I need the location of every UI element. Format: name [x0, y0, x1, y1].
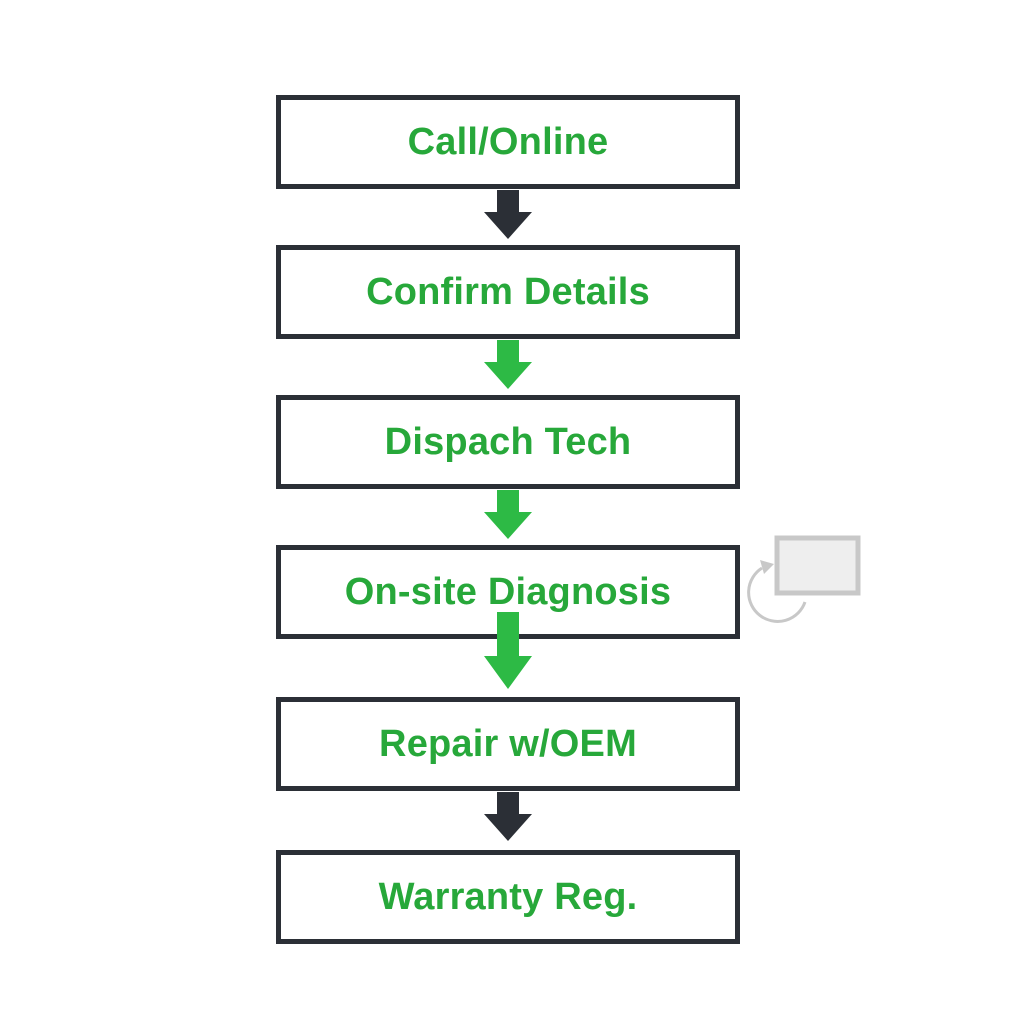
step-5-label: Repair w/OEM: [379, 722, 637, 765]
step-2-label: Confirm Details: [366, 270, 650, 313]
step-6-box: Warranty Reg.: [276, 850, 740, 944]
connector-arrow-3: [484, 490, 532, 539]
connector-arrow-5: [484, 792, 532, 841]
step-4-label: On-site Diagnosis: [344, 570, 672, 613]
connector-arrow-4: [484, 612, 532, 689]
step-3-box: Dispach Tech: [276, 395, 740, 489]
connector-arrow-2: [484, 340, 532, 389]
step-6-label: Warranty Reg.: [378, 875, 638, 918]
step-1-label: Call/Online: [407, 120, 609, 163]
connector-arrow-1: [484, 190, 532, 239]
screen-cycle-icon: [747, 535, 861, 623]
step-1-box: Call/Online: [276, 95, 740, 189]
step-3-label: Dispach Tech: [384, 420, 632, 463]
step-2-box: Confirm Details: [276, 245, 740, 339]
step-5-box: Repair w/OEM: [276, 697, 740, 791]
